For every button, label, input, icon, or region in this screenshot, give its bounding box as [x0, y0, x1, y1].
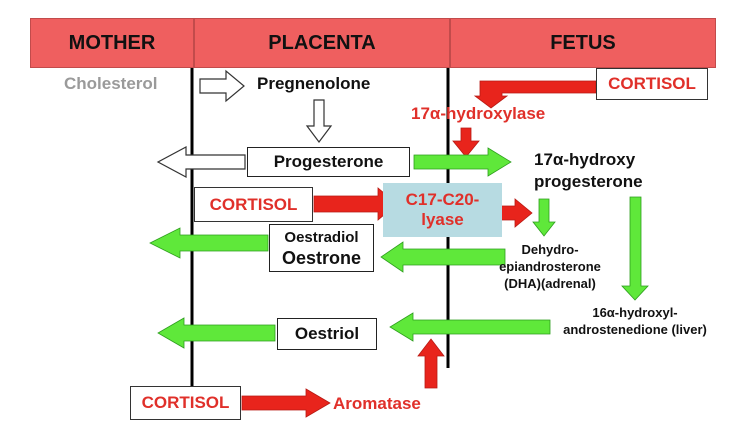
node-oestradiol: Oestradiol [284, 229, 359, 246]
header-mother: MOTHER [30, 18, 194, 68]
node-progesterone: Progesterone [247, 147, 410, 177]
node-dhea-line2: epiandrosterone [499, 259, 601, 274]
arrow-cholesterol-to-pregnenolone [199, 69, 245, 103]
node-dhea-line1: Dehydro- [521, 242, 579, 257]
enzyme-lyase-line2: lyase [421, 210, 464, 229]
arrow-lyase-down-to-dhea [532, 198, 556, 237]
arrow-progesterone-to-mother [156, 145, 246, 179]
enzyme-hydroxylase: 17α-hydroxylase [411, 104, 546, 123]
arrow-oestriol-to-mother [157, 317, 276, 349]
node-androstenedione: 16α-hydroxyl- androstenedione (liver) [540, 304, 730, 338]
enzyme-aromatase: Aromatase [333, 394, 421, 413]
node-androstenedione-line1: 16α-hydroxyl- [592, 305, 678, 320]
arrow-hydroxy-progesterone-to-androstenedione [621, 196, 649, 301]
cortisol-bottom-box: CORTISOL [130, 386, 241, 420]
node-androstenedione-line2: androstenedione (liver) [563, 322, 707, 337]
arrow-aromatase-to-oestriol [417, 338, 445, 389]
arrow-cortisol-top-to-hydroxylase [473, 80, 597, 109]
arrow-hydroxylase-to-progesterone [452, 127, 480, 158]
enzyme-lyase-line1: C17-C20- [405, 190, 480, 209]
node-hydroxy-progesterone-line1: 17α-hydroxy [534, 150, 636, 169]
node-oestrone: Oestrone [281, 248, 362, 268]
header-placenta: PLACENTA [194, 18, 450, 68]
node-oestriol: Oestriol [277, 318, 377, 350]
arrow-oestradiol-to-mother [149, 227, 269, 259]
enzyme-lyase-box: C17-C20- lyase [383, 183, 502, 237]
arrow-androstenedione-to-oestriol [389, 312, 551, 342]
header-bar: MOTHER PLACENTA FETUS [30, 18, 716, 68]
node-dhea: Dehydro- epiandrosterone (DHA)(adrenal) [490, 241, 610, 292]
cortisol-middle-box: CORTISOL [194, 187, 313, 222]
node-hydroxy-progesterone-line2: progesterone [534, 172, 643, 191]
node-oestrogens-box: Oestradiol Oestrone [269, 224, 374, 272]
cortisol-top-box: CORTISOL [596, 68, 708, 100]
arrow-cortisol-bottom-to-aromatase [241, 388, 331, 418]
arrow-progesterone-to-hydroxy-progesterone [413, 147, 512, 177]
node-cholesterol: Cholesterol [64, 74, 158, 93]
header-fetus: FETUS [450, 18, 716, 68]
arrow-pregnenolone-to-progesterone [305, 99, 333, 143]
node-pregnenolone: Pregnenolone [257, 74, 371, 93]
node-dhea-line3: (DHA)(adrenal) [504, 276, 596, 291]
arrow-dhea-to-oestrone [380, 241, 506, 273]
